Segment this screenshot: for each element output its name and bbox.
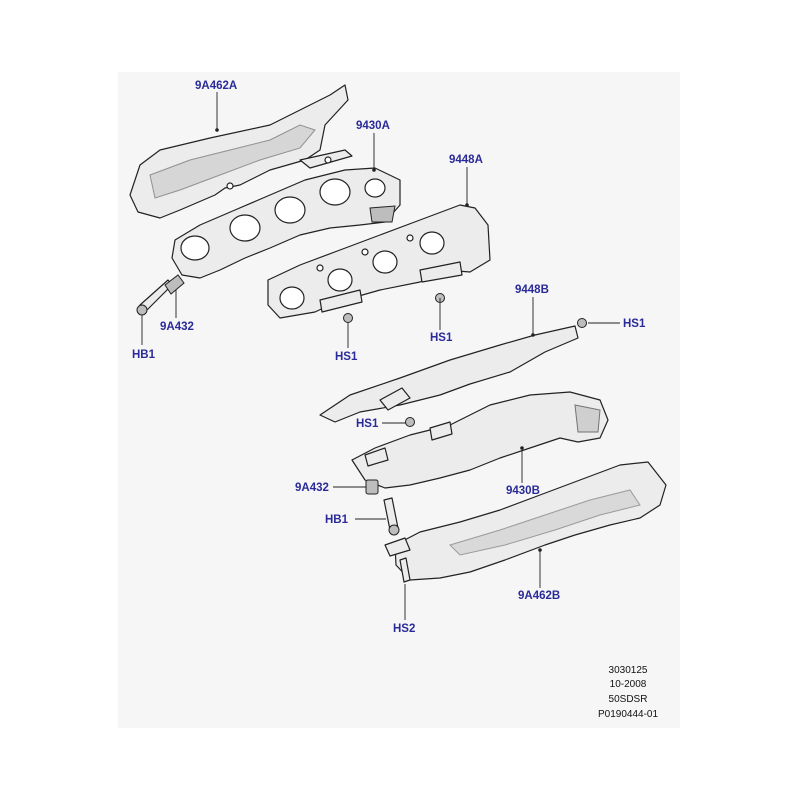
callout-heat-shield-left: 9A462A — [195, 80, 237, 92]
nut-hs1-top-right — [577, 318, 587, 328]
nut-hs1-mid — [405, 417, 415, 427]
callout-hs2: HS2 — [393, 623, 415, 635]
callout-manifold-right: 9430B — [506, 485, 540, 497]
exhaust-manifold-right — [351, 391, 609, 489]
meta-line-1: 3030125 — [609, 665, 648, 676]
callout-stud-left: 9A432 — [160, 321, 194, 333]
callout-hs1-top-right: HS1 — [623, 318, 646, 330]
callout-heat-shield-right: 9A462B — [518, 590, 560, 602]
callout-hb1-right: HB1 — [325, 514, 349, 526]
stud-9a432-left — [164, 274, 185, 295]
callout-stud-right: 9A432 — [295, 482, 329, 494]
callout-hs1-gasket-a-upper: HS1 — [335, 351, 358, 363]
meta-line-2: 10-2008 — [610, 679, 647, 690]
callout-hb1-left: HB1 — [132, 349, 156, 361]
exhaust-manifold-left — [171, 167, 401, 279]
gasket-right — [319, 325, 579, 423]
heat-shield-left — [129, 84, 353, 219]
leader-lines — [141, 92, 620, 620]
callout-hs1-mid: HS1 — [356, 418, 379, 430]
stud-9a432-right — [365, 479, 379, 495]
meta-line-4: P0190444-01 — [598, 709, 658, 720]
heat-shield-right — [384, 461, 667, 581]
nut-hs1-gasket-a-1 — [343, 313, 353, 323]
gasket-left — [267, 204, 491, 319]
meta-line-3: 50SDSR — [609, 694, 648, 705]
callout-hs1-gasket-a-lower: HS1 — [430, 332, 453, 344]
bolt-hb1-right — [383, 497, 400, 536]
callout-manifold-left: 9430A — [356, 120, 390, 132]
bolt-hs2 — [399, 557, 411, 583]
callout-gasket-right: 9448B — [515, 284, 549, 296]
callout-gasket-left: 9448A — [449, 154, 483, 166]
